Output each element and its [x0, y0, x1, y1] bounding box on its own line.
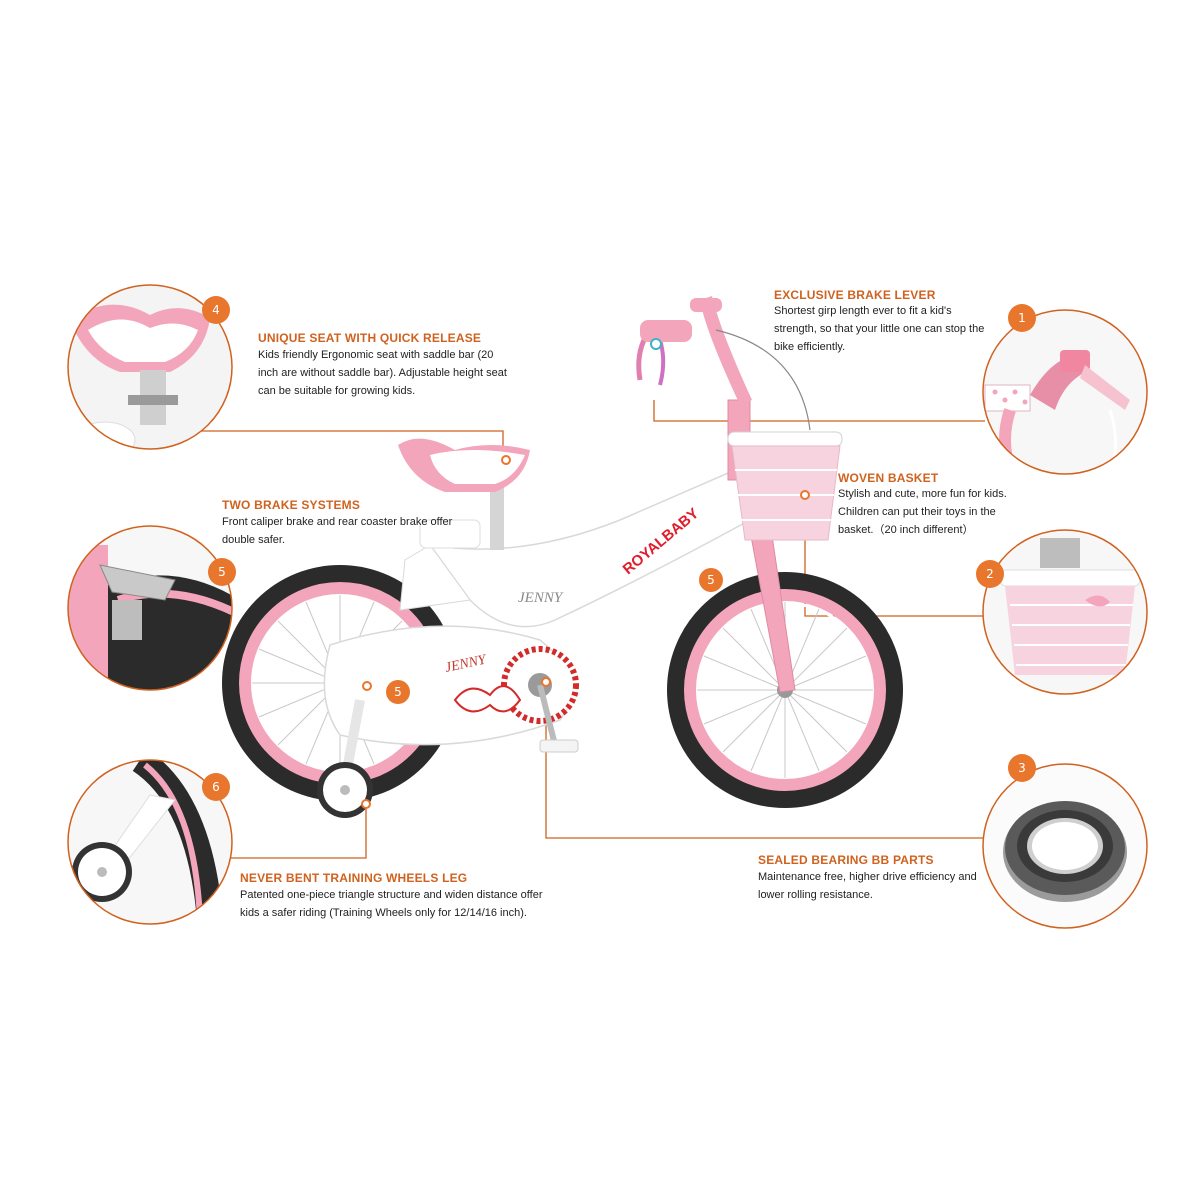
lever-title: EXCLUSIVE BRAKE LEVER [774, 288, 936, 302]
seat-title: UNIQUE SEAT WITH QUICK RELEASE [258, 331, 482, 345]
brakes-description: Front caliper brake and rear coaster bra… [222, 516, 453, 546]
badge-front-brake [699, 568, 723, 592]
numbered-badges: 4 5 6 1 2 3 [202, 296, 1036, 801]
badge-lever: 1 [1018, 311, 1026, 325]
badge-bearing: 3 [1018, 761, 1026, 775]
seat-description: Kids friendly Ergonomic seat with saddle… [258, 349, 507, 397]
frame-model-text: JENNY [518, 590, 564, 606]
badge-basket: 2 [986, 567, 994, 581]
front-wheel [667, 572, 903, 808]
bike-basket [727, 431, 843, 541]
handlebar [700, 296, 752, 405]
bike-frame [428, 468, 751, 628]
badge-brakes: 5 [218, 565, 226, 579]
basket-description: Stylish and cute, more fun for kids. Chi… [838, 488, 1007, 536]
training-title: NEVER BENT TRAINING WHEELS LEG [240, 871, 468, 885]
bearing-description: Maintenance free, higher drive efficienc… [758, 871, 977, 901]
badge-training: 6 [212, 780, 220, 794]
badge-rear-brake [386, 680, 410, 704]
lever-description: Shortest girp length ever to fit a kid's… [774, 305, 985, 353]
badge-seat: 4 [212, 303, 220, 317]
leader-training [226, 803, 367, 859]
chain-guard [323, 625, 572, 746]
brake-detail-circle [67, 525, 233, 691]
bearing-detail-circle [982, 763, 1148, 929]
leader-bearing [545, 682, 985, 839]
basket-title: WOVEN BASKET [838, 471, 939, 485]
brakes-title: TWO BRAKE SYSTEMS [222, 498, 361, 512]
leader-lever [653, 400, 985, 422]
brake-lever-detail-circle [982, 309, 1148, 475]
badge-front-brake-text: 5 [707, 573, 715, 587]
training-description: Patented one-piece triangle structure an… [240, 889, 543, 919]
bearing-title: SEALED BEARING BB PARTS [758, 853, 934, 867]
training-wheel [317, 699, 373, 818]
basket-detail-circle [982, 529, 1148, 695]
badge-rear-brake-text: 5 [394, 685, 402, 699]
